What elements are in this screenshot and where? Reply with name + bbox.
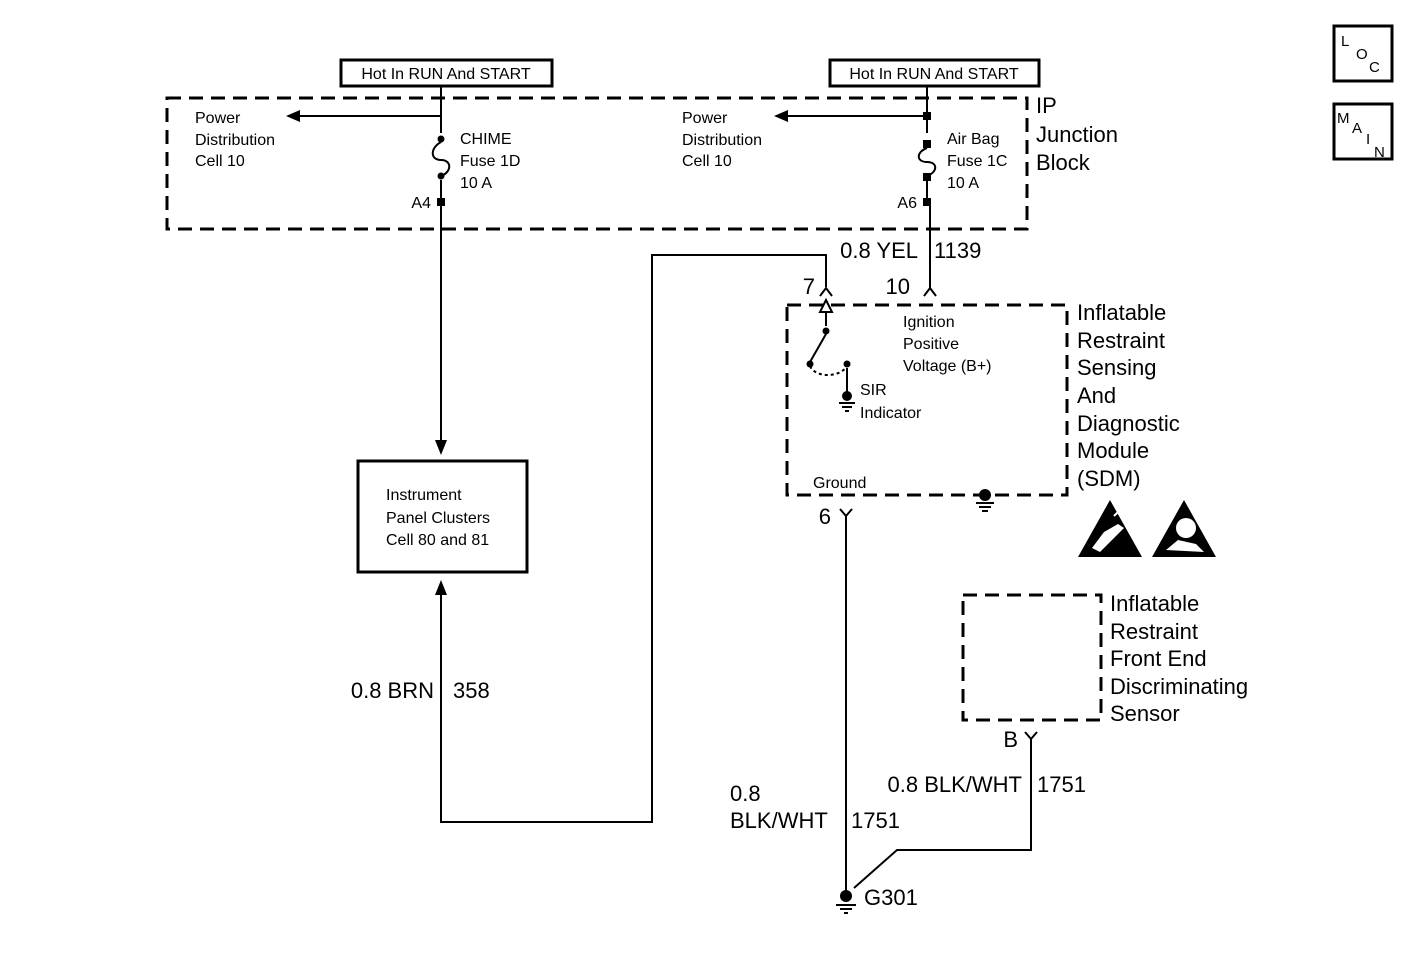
ip-junction-title-1: IP [1036, 93, 1057, 118]
pin-b-label: B [1003, 727, 1018, 752]
sir-indicator-2: Indicator [860, 405, 922, 422]
arrow-power-dist-left [286, 110, 300, 122]
chime-fuse-symbol [431, 141, 451, 177]
front-sensor-title-3: Front End [1110, 646, 1207, 671]
ignition-3: Voltage (B+) [903, 358, 992, 375]
ground-g301-label: G301 [864, 885, 918, 910]
main-letter-i: I [1366, 131, 1370, 148]
wire-brn-label: 0.8 BRN [351, 678, 434, 703]
front-sensor-outline [961, 593, 1103, 722]
instrument-panel-clusters: Instrument Panel Clusters Cell 80 and 81 [356, 459, 529, 574]
sdm-title-1: Inflatable [1077, 300, 1166, 325]
sdm-outline [785, 303, 1069, 497]
wire-blkwht-left-circuit: 1751 [851, 808, 900, 833]
main-button[interactable]: M A I N [1332, 102, 1394, 161]
power-dist-right-3: Cell 10 [682, 153, 732, 170]
loc-letter-l: L [1341, 33, 1349, 50]
wire-yel-circuit: 1139 [934, 238, 981, 263]
arrow-to-instrument-panel [435, 440, 447, 455]
sir-switch-blade [809, 333, 827, 363]
connector-a4 [437, 198, 445, 206]
sdm-ground-label: Ground [813, 475, 866, 492]
power-dist-right-2: Distribution [682, 132, 762, 149]
pin-a6-label: A6 [897, 195, 917, 212]
front-sensor-title-2: Restraint [1110, 619, 1198, 644]
loc-letter-c: C [1369, 59, 1380, 76]
wire-blkwht-right-label: 0.8 BLK/WHT [888, 772, 1022, 797]
instrument-panel-3: Cell 80 and 81 [386, 532, 489, 549]
instrument-panel-1: Instrument [386, 487, 462, 504]
power-label-left: Hot In RUN And START [339, 58, 554, 88]
ignition-1: Ignition [903, 314, 955, 331]
sdm-title-5: Diagnostic [1077, 411, 1180, 436]
power-label-right-text: Hot In RUN And START [849, 66, 1018, 83]
airbag-fuse-2: Fuse 1C [947, 153, 1007, 170]
airbag-fuse-symbol [917, 147, 937, 177]
wire-yel-label: 0.8 YEL [840, 238, 918, 263]
pin-7-label: 7 [803, 274, 815, 299]
airbag-fuse-1: Air Bag [947, 131, 999, 148]
front-sensor-title-5: Sensor [1110, 701, 1180, 726]
chime-fuse-2: Fuse 1D [460, 153, 520, 170]
power-label-left-text: Hot In RUN And START [361, 66, 530, 83]
wire-blkwht-left-2: BLK/WHT [730, 808, 828, 833]
connector-a6 [923, 198, 931, 206]
loc-letter-o: O [1356, 46, 1368, 63]
sdm-title-6: Module [1077, 438, 1149, 463]
airbag-fuse-3: 10 A [947, 175, 979, 192]
pin-10-label: 10 [886, 274, 910, 299]
wire-blkwht-right-circuit: 1751 [1037, 772, 1086, 797]
esd-warning-icon [1078, 500, 1142, 557]
ip-junction-title-2: Junction [1036, 122, 1118, 147]
ip-junction-block-outline [165, 96, 1029, 231]
wire-blkwht-left-1: 0.8 [730, 781, 761, 806]
arrow-from-sdm [435, 580, 447, 595]
pin-6-label: 6 [819, 504, 831, 529]
ignition-2: Positive [903, 336, 959, 353]
main-letter-a: A [1352, 120, 1362, 137]
chime-fuse-1: CHIME [460, 131, 512, 148]
sdm-title-3: Sensing [1077, 355, 1157, 380]
sdm-title-7: (SDM) [1077, 466, 1141, 491]
front-sensor-title-1: Inflatable [1110, 591, 1199, 616]
sdm-title-2: Restraint [1077, 328, 1165, 353]
instrument-panel-2: Panel Clusters [386, 510, 490, 527]
loc-button[interactable]: L O C [1332, 24, 1394, 83]
pin-a4-label: A4 [411, 195, 431, 212]
main-letter-m: M [1337, 110, 1350, 127]
wire-brn-circuit: 358 [453, 678, 490, 703]
ground-g301-icon [836, 890, 856, 914]
ip-junction-title-3: Block [1036, 150, 1091, 175]
power-dist-left-1: Power [195, 110, 241, 127]
airbag-warning-icon [1152, 500, 1216, 557]
sdm-title-4: And [1077, 383, 1116, 408]
power-dist-left-2: Distribution [195, 132, 275, 149]
power-dist-left-3: Cell 10 [195, 153, 245, 170]
chime-fuse-3: 10 A [460, 175, 492, 192]
main-letter-n: N [1374, 144, 1385, 161]
sir-indicator-1: SIR [860, 382, 887, 399]
arrow-power-dist-right [774, 110, 788, 122]
power-label-right: Hot In RUN And START [828, 58, 1041, 88]
front-sensor-title-4: Discriminating [1110, 674, 1248, 699]
power-dist-right-1: Power [682, 110, 728, 127]
